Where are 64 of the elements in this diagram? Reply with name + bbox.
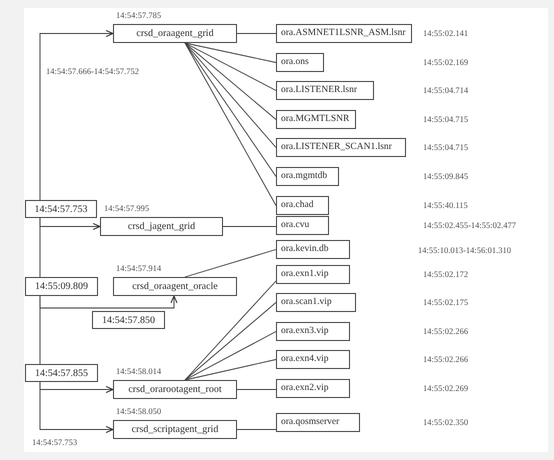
time-label: 14:55:04.715 xyxy=(423,114,468,125)
time-label: 14:55:04.714 xyxy=(423,85,468,96)
connector-line xyxy=(184,42,276,91)
agent-box: crsd_orarootagent_root xyxy=(113,380,237,399)
time-label: 14:55:09.845 xyxy=(423,171,468,182)
agent-box: crsd_oraagent_grid xyxy=(113,24,237,43)
resource-box: ora.cvu xyxy=(276,216,329,235)
time-label: 14:55:02.455-14:55:02.477 xyxy=(423,220,516,231)
arrow xyxy=(40,30,114,200)
agent-box: crsd_scriptagent_grid xyxy=(113,420,237,439)
time-label: 14:55:10.013-14:56:01.310 xyxy=(418,245,512,256)
time-label: 14:54:57.785 xyxy=(116,10,162,21)
connector-line xyxy=(184,42,276,177)
agent-box: crsd_jagent_grid xyxy=(100,217,223,236)
resource-box: ora.MGMTLSNR xyxy=(276,110,356,129)
resource-box: ora.exn4.vip xyxy=(276,350,350,369)
connector-line xyxy=(184,249,276,278)
time-label: 14:54:57.753 xyxy=(32,437,78,448)
connector-line xyxy=(184,42,276,63)
time-label: 14:55:02.169 xyxy=(423,57,468,68)
arrow xyxy=(40,296,178,308)
time-label: 14:55:02.269 xyxy=(423,383,468,394)
resource-box: ora.mgmtdb xyxy=(276,167,339,186)
connector-line xyxy=(222,226,276,227)
connector-line xyxy=(236,429,276,430)
arrow xyxy=(40,382,114,433)
connector-line xyxy=(184,42,276,206)
resource-box: ora.scan1.vip xyxy=(276,293,356,312)
time-label: 14:54:58.014 xyxy=(116,366,162,377)
connector-line xyxy=(184,42,276,148)
time-label: 14:54:57.995 xyxy=(104,203,150,214)
time-label: 14:54:58.050 xyxy=(116,406,162,417)
resource-box: ora.LISTENER.lsnr xyxy=(276,81,374,100)
connector-line xyxy=(184,280,276,380)
time-label: 14:55:02.266 xyxy=(423,326,468,337)
time-label: 14:55:02.175 xyxy=(423,297,468,308)
resource-box: ora.qosmserver xyxy=(276,413,360,432)
connector-line xyxy=(236,33,276,34)
connector-line xyxy=(236,389,276,390)
time-label: 14:55:02.350 xyxy=(423,417,468,428)
connector-line xyxy=(184,359,276,380)
timestamp-box: 14:54:57.850 xyxy=(92,311,165,329)
time-label: 14:54:57.666-14:54:57.752 xyxy=(46,66,140,77)
resource-box: ora.exn3.vip xyxy=(276,322,350,341)
resource-box: ora.chad xyxy=(276,196,329,215)
timestamp-box: 14:54:57.855 xyxy=(25,364,98,382)
timestamp-box: 14:54:57.753 xyxy=(25,200,97,218)
connector-line xyxy=(184,331,276,380)
resource-box: ora.kevin.db xyxy=(276,240,350,259)
time-label: 14:55:02.266 xyxy=(423,354,468,365)
resource-box: ora.LISTENER_SCAN1.lsnr xyxy=(276,138,406,157)
resource-box: ora.exn2.vip xyxy=(276,379,350,398)
connector-line xyxy=(184,42,276,120)
agent-box: crsd_oraagent_oracle xyxy=(113,277,237,296)
resource-box: ora.exn1.vip xyxy=(276,265,350,284)
timestamp-box: 14:55:09.809 xyxy=(25,277,98,296)
time-label: 14:55:04.715 xyxy=(423,142,468,153)
time-label: 14:55:02.141 xyxy=(423,28,468,39)
time-label: 14:54:57.914 xyxy=(116,263,162,274)
connector-line xyxy=(184,302,276,380)
resource-box: ora.ons xyxy=(276,53,324,72)
resource-box: ora.ASMNET1LSNR_ASM.lsnr xyxy=(276,24,412,43)
time-label: 14:55:02.172 xyxy=(423,269,468,280)
time-label: 14:55:40.115 xyxy=(423,200,468,211)
